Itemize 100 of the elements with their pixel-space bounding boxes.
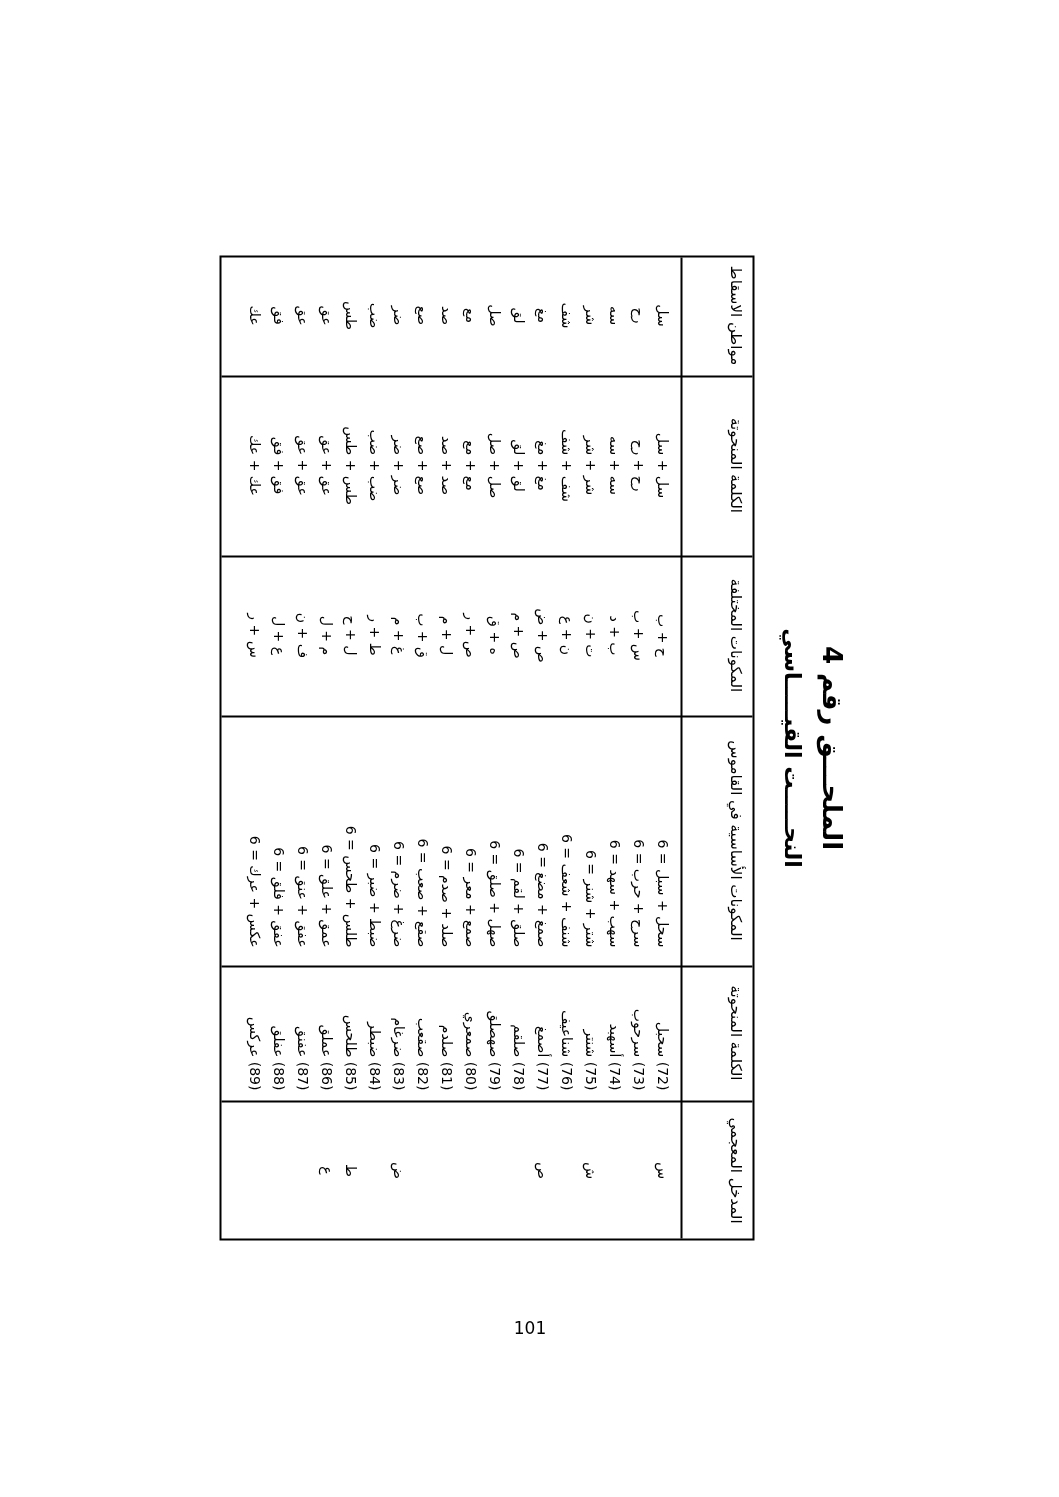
differing-letters: غ + م bbox=[389, 615, 407, 657]
blended-word: (83) ضرغام bbox=[389, 1016, 407, 1091]
blended-word: (88) عفلق bbox=[269, 1024, 287, 1091]
component-formula: صمغ + مضغ = 6 bbox=[533, 841, 551, 948]
component-pair: صد + صد bbox=[437, 434, 455, 498]
component-pair: ضب + ضب bbox=[365, 428, 383, 504]
differing-letters: ل + ح bbox=[341, 614, 359, 658]
differing-letters: ف + ن bbox=[293, 611, 311, 661]
component-pair: فق + فق bbox=[269, 435, 287, 497]
blended-word: (81) صلدم bbox=[437, 1023, 455, 1091]
component-formula: صهل + صلق = 6 bbox=[485, 839, 503, 948]
component-formula: سحل + سبل = 6 bbox=[653, 838, 671, 948]
differing-letters: ت + ن bbox=[581, 612, 599, 660]
component-pair: صل + صل bbox=[485, 431, 503, 501]
component-pair: عك + عك bbox=[245, 434, 263, 498]
blended-word: (77) أصمغ bbox=[533, 1024, 551, 1091]
differing-letters: س + ب bbox=[629, 609, 647, 663]
root-letter: ط bbox=[341, 1163, 359, 1179]
root-letter: س bbox=[653, 1160, 671, 1182]
differing-letters: ط + ر bbox=[365, 613, 383, 658]
dropped-part: لق bbox=[509, 306, 527, 326]
column-heading: الكلمة المنحوتة bbox=[726, 416, 745, 516]
blended-word: (75) شنتر bbox=[581, 1028, 599, 1091]
dropped-part: مع bbox=[461, 307, 479, 325]
dropped-part: عق bbox=[317, 304, 335, 328]
component-pair: شف + شف bbox=[557, 427, 575, 505]
differing-letters: ن + ع bbox=[557, 614, 575, 658]
dropped-part: صع bbox=[413, 304, 431, 328]
blended-word: (89) عركس bbox=[245, 1015, 263, 1091]
root-letter: ش bbox=[581, 1160, 599, 1182]
dropped-part: ضر bbox=[389, 304, 407, 328]
page-number: 101 bbox=[512, 1318, 548, 1339]
dropped-part: مغ bbox=[533, 307, 551, 325]
blended-word: (76) شناعيف bbox=[557, 1009, 575, 1091]
blended-word: (78) صلقم bbox=[509, 1023, 527, 1091]
dropped-part: ضب bbox=[365, 301, 383, 331]
dropped-part: فق bbox=[269, 305, 287, 327]
column-heading: مواطن الاسقاط bbox=[726, 264, 745, 368]
root-letter: ص bbox=[533, 1161, 551, 1181]
blended-word: (73) سرحوب bbox=[629, 1007, 647, 1091]
blended-word: (82) صقعب bbox=[413, 1016, 431, 1091]
page-title: الملحـــق رقم 4 bbox=[815, 644, 847, 853]
differing-letters: ص + م bbox=[509, 611, 527, 661]
differing-letters: ص + ر bbox=[461, 611, 479, 660]
dropped-part: صل bbox=[485, 303, 503, 329]
blended-word: (72) سحبل bbox=[653, 1020, 671, 1091]
dropped-part: سل bbox=[653, 303, 671, 329]
blended-word: (87) عفنق bbox=[293, 1024, 311, 1091]
component-formula: عفق + فلق = 6 bbox=[269, 846, 287, 948]
component-formula: صقع + صعب = 6 bbox=[413, 837, 431, 948]
component-pair: سل + سل bbox=[653, 431, 671, 501]
component-formula: سرح + حرب = 6 bbox=[629, 838, 647, 948]
column-heading: الكلمة المنحوتة bbox=[726, 984, 745, 1083]
blended-word: (86) عملق bbox=[317, 1023, 335, 1091]
differing-letters: ق + ب bbox=[413, 612, 431, 660]
component-formula: طلس + طحس = 6 bbox=[341, 824, 359, 948]
blended-word: (74) أسهبد bbox=[605, 1022, 623, 1091]
root-letter: ع bbox=[317, 1165, 335, 1177]
differing-letters: م + ل bbox=[317, 614, 335, 658]
component-formula: شتر + شنر = 6 bbox=[581, 848, 599, 948]
component-pair: مغ + مغ bbox=[533, 439, 551, 493]
component-pair: عق + عق bbox=[293, 434, 311, 498]
blended-word: (84) ضبطر bbox=[365, 1020, 383, 1091]
column-heading: المدخل المعجمي bbox=[726, 1116, 745, 1226]
differing-letters: ح + ب bbox=[653, 613, 671, 659]
component-pair: رح + رح bbox=[629, 438, 647, 494]
dropped-part: شف bbox=[557, 301, 575, 331]
component-pair: شر + شر bbox=[581, 434, 599, 498]
blended-word: (79) صهصلق bbox=[485, 1009, 503, 1091]
dropped-part: طس bbox=[341, 300, 359, 332]
component-formula: صلق + لقم = 6 bbox=[509, 847, 527, 948]
component-formula: عفق + عنق = 6 bbox=[293, 844, 311, 948]
component-pair: لق + لق bbox=[509, 438, 527, 494]
root-letter: ض bbox=[389, 1161, 407, 1181]
differing-letters: ه + ق bbox=[485, 615, 503, 657]
component-formula: عكس + عرك = 6 bbox=[245, 834, 263, 948]
component-pair: عق + عق bbox=[317, 434, 335, 498]
differing-letters: ل + م bbox=[437, 614, 455, 658]
subtitle: النحـــــت القيـــــاسي bbox=[778, 627, 805, 870]
dropped-part: رح bbox=[629, 306, 647, 326]
component-formula: صلد + صدم = 6 bbox=[437, 844, 455, 948]
component-formula: ضرغ + ضرم = 6 bbox=[389, 840, 407, 948]
dropped-part: سه bbox=[605, 304, 623, 328]
differing-letters: ع + ل bbox=[269, 614, 287, 658]
column-heading: المكونات الأساسية في القاموس bbox=[726, 739, 745, 943]
component-formula: شنف + شعف = 6 bbox=[557, 832, 575, 948]
dropped-part: عك bbox=[245, 304, 263, 328]
differing-letters: ص + ض bbox=[533, 607, 551, 665]
dropped-part: صد bbox=[437, 304, 455, 328]
component-pair: مع + مع bbox=[461, 439, 479, 493]
column-heading: المكونات المختلفة bbox=[726, 577, 745, 695]
component-pair: سه + سه bbox=[605, 434, 623, 498]
component-formula: عمق + علق = 6 bbox=[317, 843, 335, 948]
component-formula: صمع + معر = 6 bbox=[461, 846, 479, 948]
blended-word: (80) صمعري bbox=[461, 1010, 479, 1091]
dropped-part: شر bbox=[581, 304, 599, 328]
component-formula: ضبط + ضبر = 6 bbox=[365, 843, 383, 948]
component-pair: ضر + ضر bbox=[389, 434, 407, 498]
component-formula: سهب + سهد = 6 bbox=[605, 838, 623, 948]
blended-word: (85) طلحس bbox=[341, 1013, 359, 1091]
